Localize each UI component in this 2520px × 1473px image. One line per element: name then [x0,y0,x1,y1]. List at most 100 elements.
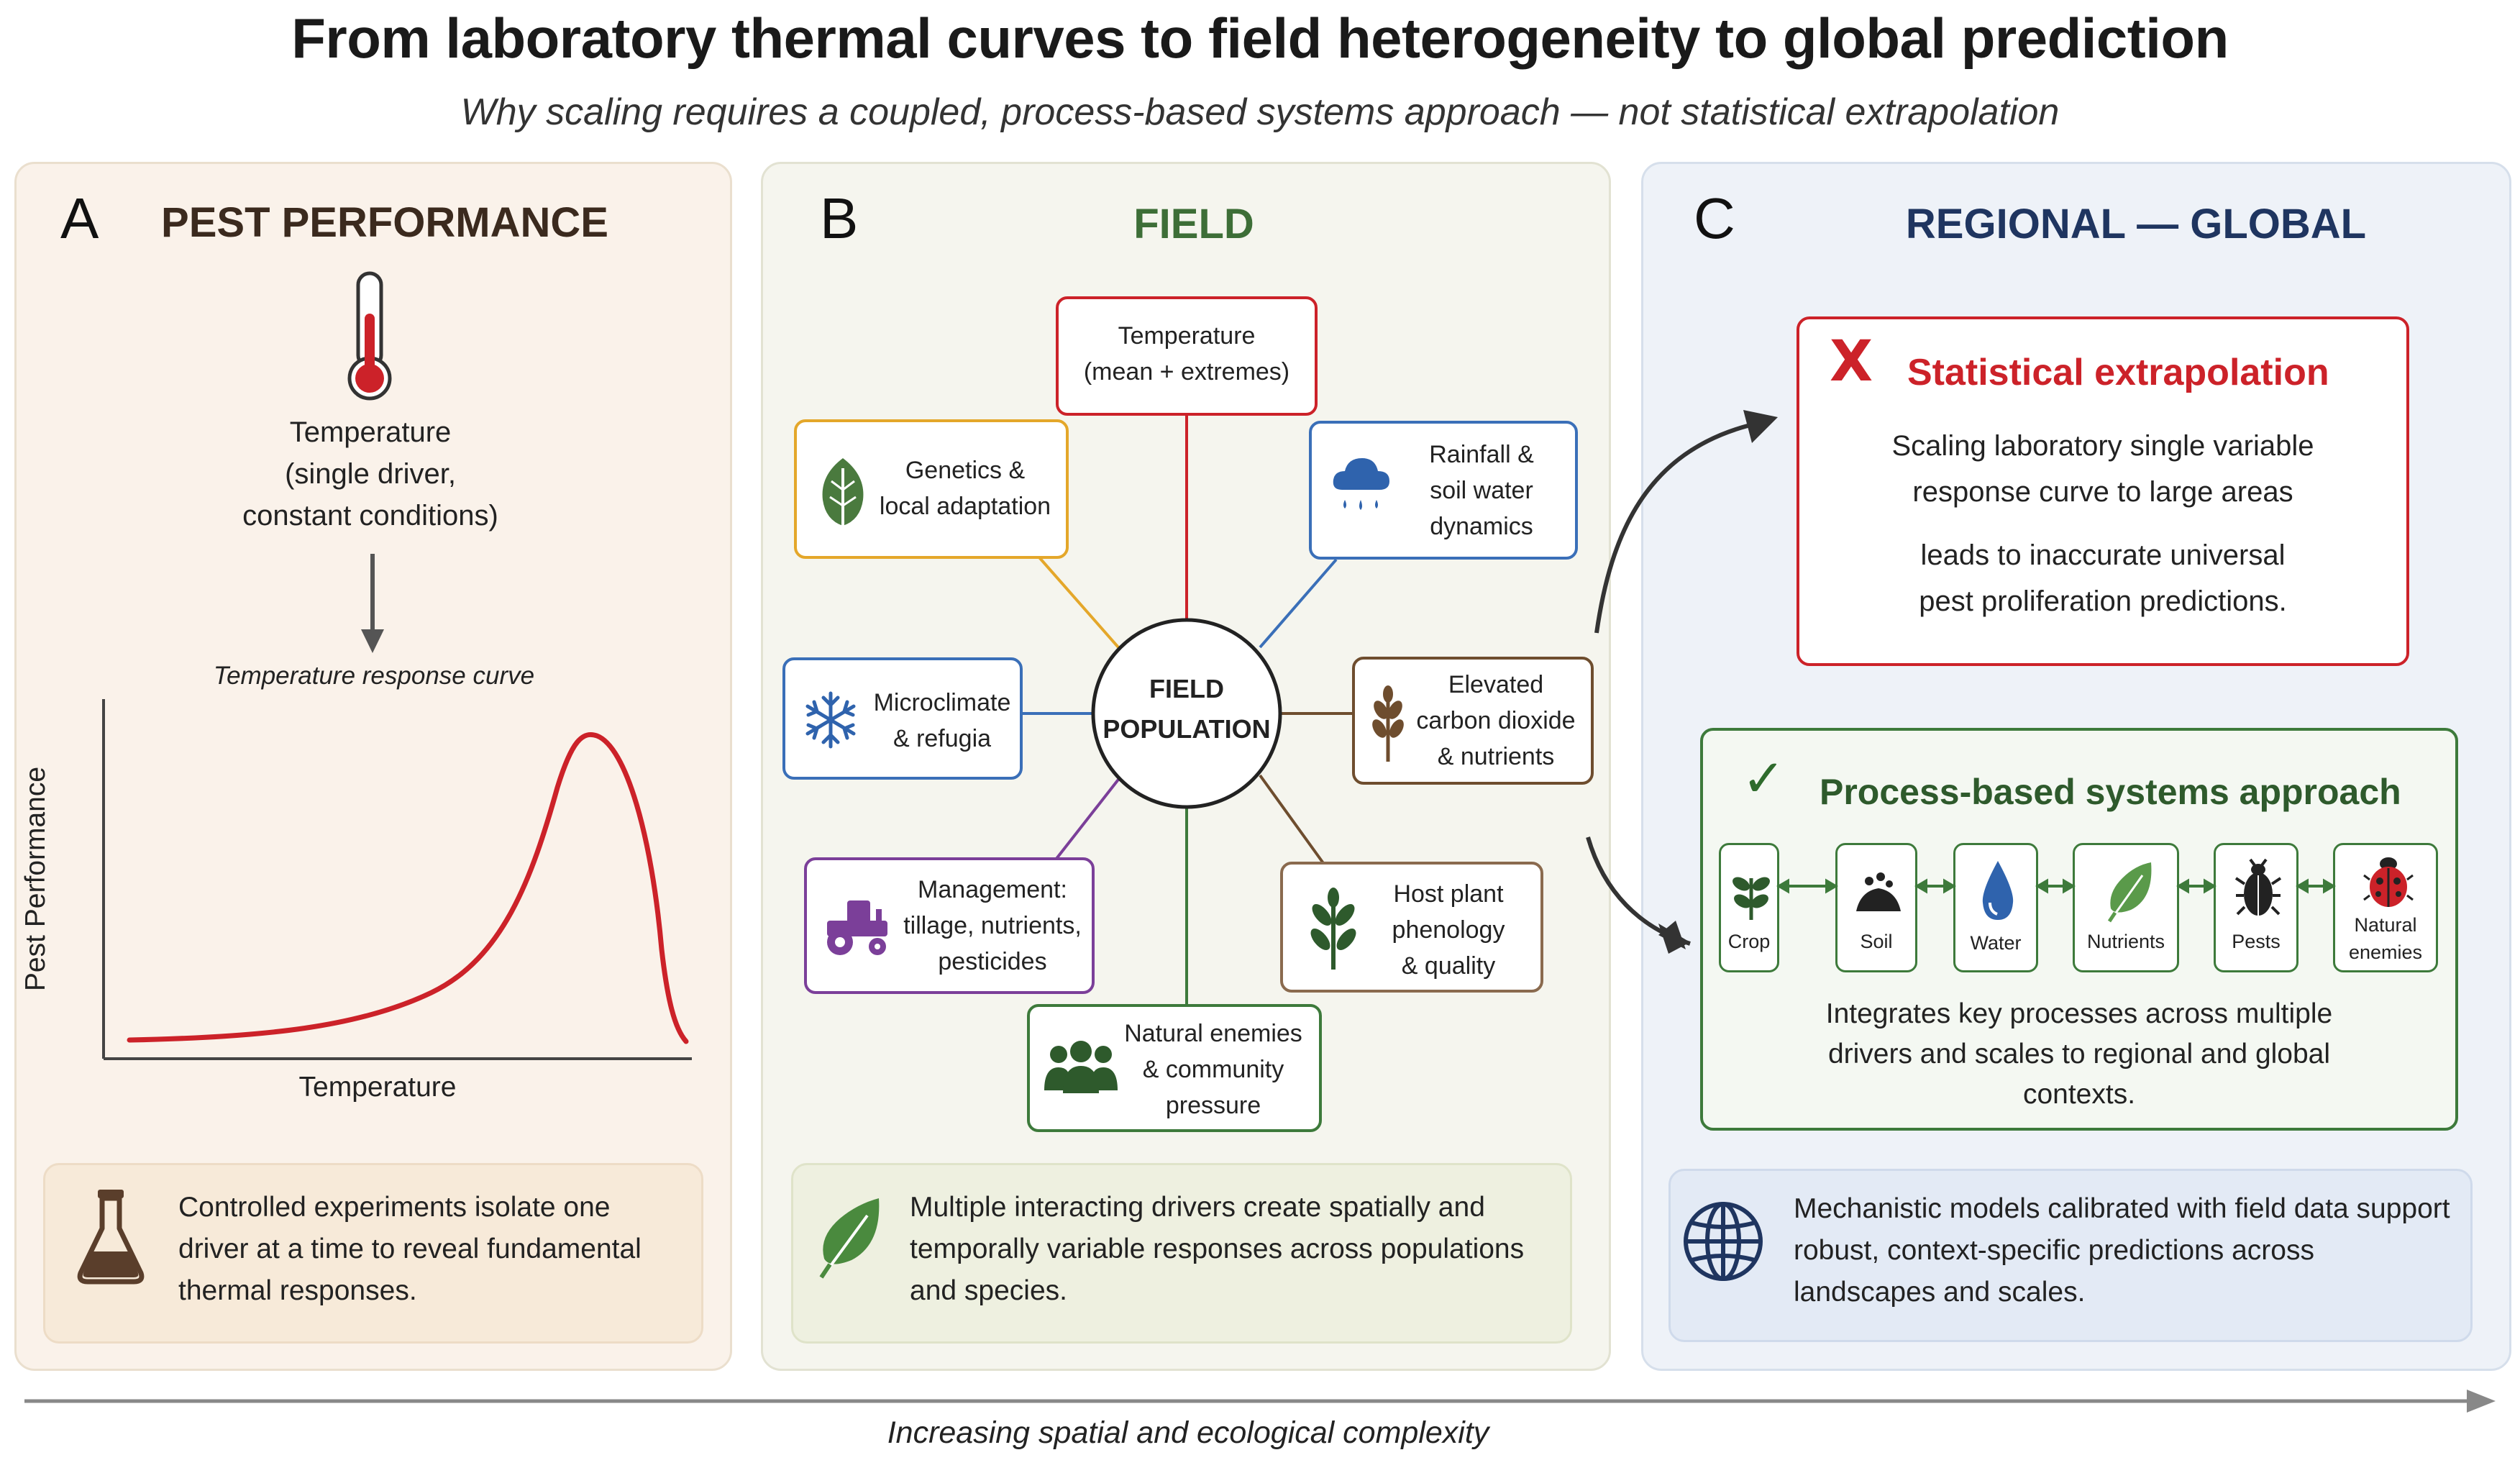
node-co2: Elevated carbon dioxide & nutrients [1352,657,1594,785]
panel-a-note: Controlled experiments isolate one drive… [178,1192,642,1306]
node-hostplant-line-1: Host plant [1393,880,1504,908]
driver-line-3: constant conditions) [242,500,498,532]
node-rainfall-line-1: Rainfall & [1429,441,1534,468]
component-soil: Soil [1835,843,1917,972]
complexity-axis-arrow [24,1390,2496,1413]
node-genetics-line-2: local adaptation [879,493,1051,520]
page-subtitle: Why scaling requires a coupled, process-… [460,91,2060,133]
curve-caption: Temperature response curve [213,662,535,690]
component-nutrients: Nutrients [2073,843,2179,972]
node-enemies-line-1: Natural enemies [1124,1020,1302,1047]
panel-b-note: Multiple interacting drivers create spat… [910,1192,1525,1306]
node-microclimate-line-2: & refugia [892,725,992,752]
node-enemies-line-2: & community [1142,1056,1284,1083]
complexity-axis-caption: Increasing spatial and ecological comple… [887,1415,1489,1450]
center-line-2: POPULATION [1102,714,1271,744]
component-nutrients-label: Nutrients [2086,931,2165,952]
component-crop: Crop [1719,843,1779,972]
node-management: Management: tillage, nutrients, pesticid… [804,857,1095,994]
cross-icon: X [1830,329,1873,394]
statistical-extrapolation-text: Scaling laboratory single variable respo… [1797,423,2409,624]
component-soil-label: Soil [1860,931,1893,952]
node-rainfall-line-2: soil water [1430,477,1533,504]
node-temperature: Temperature (mean + extremes) [1056,296,1318,416]
bad-line-4: pest proliferation predictions. [1919,585,2287,617]
node-co2-line-2: carbon dioxide [1416,707,1576,734]
panel-b-heading: FIELD [1133,201,1254,247]
soil-icon [1856,872,1901,911]
node-genetics-line-1: Genetics & [905,457,1026,484]
node-rainfall-line-3: dynamics [1430,513,1533,540]
panel-a-note-box [43,1163,703,1344]
globe-icon [1684,1202,1763,1281]
node-co2-line-1: Elevated [1448,671,1544,698]
chart-x-label: Temperature [298,1072,457,1103]
node-temperature-line-1: Temperature [1118,322,1256,350]
component-pests: Pests [2214,843,2298,972]
node-hostplant-line-3: & quality [1401,952,1496,980]
component-water-label: Water [1970,932,2022,954]
panel-b-note-box [791,1163,1572,1344]
node-microclimate-line-1: Microclimate [873,689,1011,716]
bad-line-2: response curve to large areas [1912,476,2293,508]
panel-b-letter: B [820,186,859,250]
leaf-icon [822,458,864,532]
panel-c-heading: REGIONAL — GLOBAL [1905,201,2367,247]
node-enemies-line-3: pressure [1165,1092,1261,1119]
panel-a-letter: A [60,186,99,250]
panel-a-heading: PEST PERFORMANCE [161,199,608,246]
chart-y-label: Pest Performance [20,766,51,992]
statistical-extrapolation-title: Statistical extrapolation [1907,352,2329,393]
ladybug-icon [2363,857,2414,907]
component-natural-enemies-label: Natural enemies [2348,914,2423,963]
driver-line-2: (single driver, [285,458,456,490]
bad-line-3: leads to inaccurate universal [1920,539,2286,571]
panel-c-note: Mechanistic models calibrated with field… [1794,1193,2450,1308]
node-microclimate: Microclimate & refugia [782,657,1023,780]
down-arrow-icon [361,554,384,653]
leaf-icon [819,1198,880,1279]
process-based-title: Process-based systems approach [1820,772,2401,812]
component-crop-label: Crop [1727,931,1771,952]
driver-line-1: Temperature [289,416,452,448]
panel-c-note-box [1668,1169,2473,1342]
node-management-line-3: pesticides [938,948,1047,975]
center-line-1: FIELD [1149,674,1224,703]
page-title: From laboratory thermal curves to field … [291,6,2229,70]
single-driver-text: Temperature (single driver, constant con… [165,411,575,537]
divergence-arrows [1586,410,1778,954]
sprout-icon [1732,877,1770,920]
wheat-icon [1372,685,1404,762]
node-co2-line-3: & nutrients [1437,743,1555,770]
panel-c-letter: C [1694,186,1735,250]
node-temperature-line-2: (mean + extremes) [1083,358,1290,386]
node-hostplant: Host plant phenology & quality [1280,862,1543,993]
water-drop-icon [1982,861,2014,920]
good-line-3: contexts. [2022,1079,2136,1110]
statistical-extrapolation-box [1797,316,2409,666]
community-icon [1044,1041,1118,1093]
component-pests-label: Pests [2232,931,2281,952]
field-population-center: FIELD POPULATION [1093,669,1280,749]
thermal-response-chart [102,699,692,1060]
component-water: Water [1953,843,2038,972]
snowflake-icon [805,691,856,749]
flask-icon [77,1190,145,1285]
performance-curve [127,731,689,1044]
node-natural-enemies: Natural enemies & community pressure [1027,1004,1322,1132]
leaf-icon [2107,862,2152,923]
process-based-text: Integrates key processes across multiple… [1700,994,2458,1115]
plant-icon [1310,888,1356,970]
rain-cloud-icon [1333,458,1389,510]
node-rainfall: Rainfall & soil water dynamics [1309,421,1578,560]
component-natural-enemies: Natural enemies [2333,843,2438,972]
component-link-arrows [1776,878,2336,894]
driver-connectors [1020,414,1352,1007]
bad-line-1: Scaling laboratory single variable [1891,430,2314,462]
node-genetics: Genetics & local adaptation [794,419,1069,559]
tractor-icon [827,900,887,955]
good-line-1: Integrates key processes across multiple [1825,998,2333,1029]
node-hostplant-line-2: phenology [1392,916,1505,944]
node-management-line-2: tillage, nutrients, [903,912,1082,939]
good-line-2: drivers and scales to regional and globa… [1827,1039,2331,1070]
